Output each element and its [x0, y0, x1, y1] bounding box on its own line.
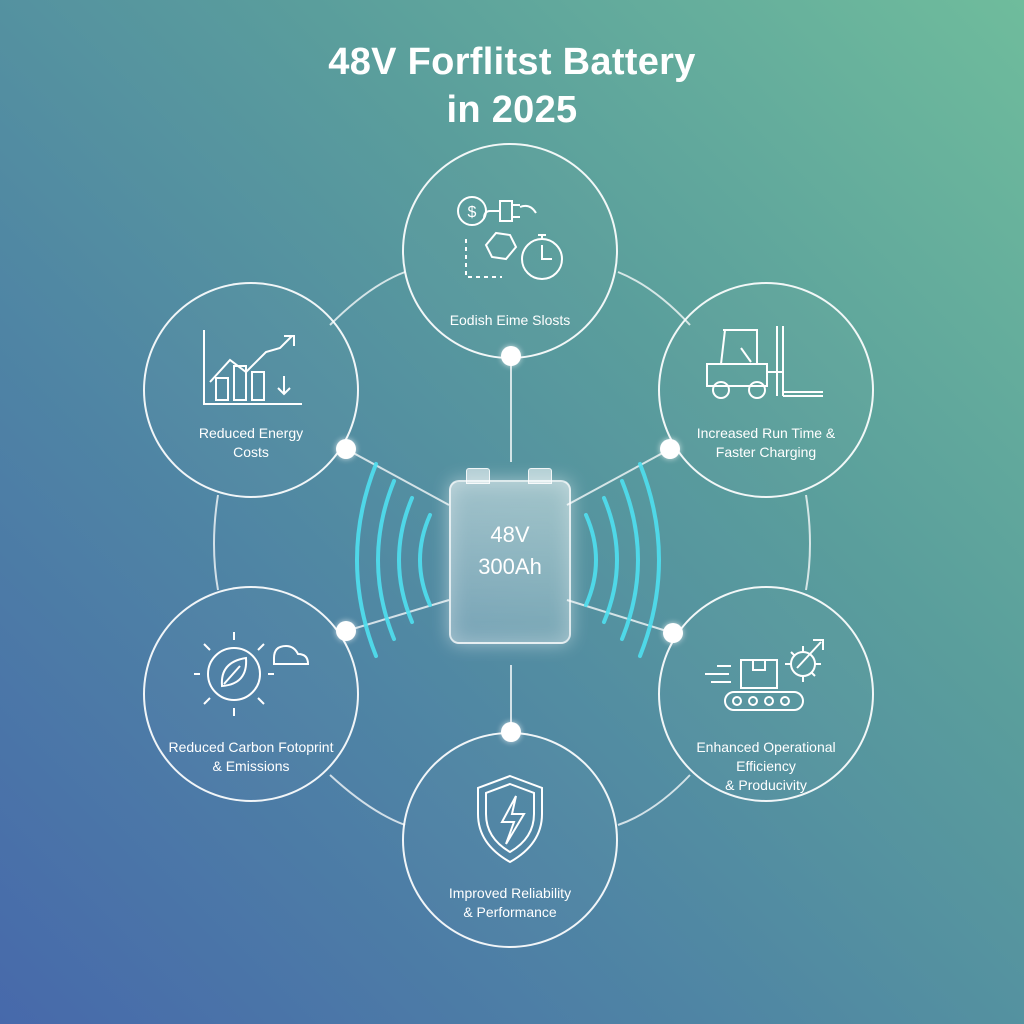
- benefit-node-top: $ Eodish Eime Slosts: [402, 143, 618, 359]
- benefit-bottom-line-1: Improved Reliability: [448, 885, 572, 901]
- spoke-top-right: [566, 448, 671, 506]
- benefit-bottom-right-line-2: & Producivity: [725, 777, 807, 793]
- benefit-node-top-left: Reduced Energy Costs: [143, 282, 359, 498]
- spoke-bottom-right: [566, 599, 674, 634]
- signal-waves-right: [584, 462, 661, 658]
- benefit-bottom-left-line-1: Reduced Carbon Fotoprint: [168, 739, 334, 755]
- ring-arc-top-right: [617, 271, 691, 326]
- benefit-top-right-line-2: Faster Charging: [715, 444, 817, 460]
- benefit-label-top-left: Reduced Energy Costs: [151, 424, 351, 462]
- benefit-node-top-right: Increased Run Time & Faster Charging: [658, 282, 874, 498]
- benefit-bottom-line-2: & Performance: [463, 904, 557, 920]
- ring-arc-top-left: [329, 271, 406, 326]
- bar-chart-trend-icon: [203, 330, 302, 405]
- signal-waves-left: [355, 462, 432, 658]
- benefit-label-top-right: Increased Run Time & Faster Charging: [666, 424, 866, 462]
- benefit-label-bottom-right: Enhanced Operational Efficiency & Produc…: [666, 738, 866, 795]
- benefit-label-bottom: Improved Reliability & Performance: [410, 884, 610, 922]
- svg-text:$: $: [468, 204, 477, 221]
- shield-lightning-icon: [477, 774, 543, 864]
- ring-arc-right: [805, 494, 811, 591]
- title-line-1: 48V Forflitst Battery: [328, 41, 696, 83]
- benefit-top-left-line-1: Reduced Energy: [198, 425, 304, 441]
- benefit-top-line-1: Eodish Eime Slosts: [449, 312, 571, 328]
- conveyor-gear-icon: [705, 639, 824, 711]
- ring-arc-bottom-left: [329, 774, 406, 826]
- battery: 48V 300Ah: [449, 480, 571, 644]
- benefit-top-left-line-2: Costs: [233, 444, 269, 460]
- benefit-label-top: Eodish Eime Slosts: [410, 311, 610, 330]
- ring-arc-bottom-right: [617, 774, 691, 826]
- page-title: 48V Forflitst Battery in 2025: [0, 38, 1024, 134]
- cost-time-icon: $: [457, 196, 563, 280]
- benefit-label-bottom-left: Reduced Carbon Fotoprint & Emissions: [151, 738, 351, 776]
- spoke-top-left: [345, 448, 450, 506]
- benefit-bottom-left-line-2: & Emissions: [212, 758, 290, 774]
- forklift-icon: [706, 326, 823, 399]
- ring-arc-left: [213, 494, 219, 591]
- benefit-bottom-right-line-1: Enhanced Operational Efficiency: [696, 739, 836, 774]
- benefit-node-bottom-right: Enhanced Operational Efficiency & Produc…: [658, 586, 874, 802]
- gear-leaf-cloud-icon: [194, 632, 310, 716]
- benefit-node-bottom-left: Reduced Carbon Fotoprint & Emissions: [143, 586, 359, 802]
- battery-voltage: 48V: [490, 522, 530, 547]
- title-line-2: in 2025: [446, 89, 578, 131]
- benefit-node-bottom: Improved Reliability & Performance: [402, 732, 618, 948]
- benefit-top-right-line-1: Increased Run Time &: [696, 425, 836, 441]
- battery-capacity: 300Ah: [478, 554, 542, 579]
